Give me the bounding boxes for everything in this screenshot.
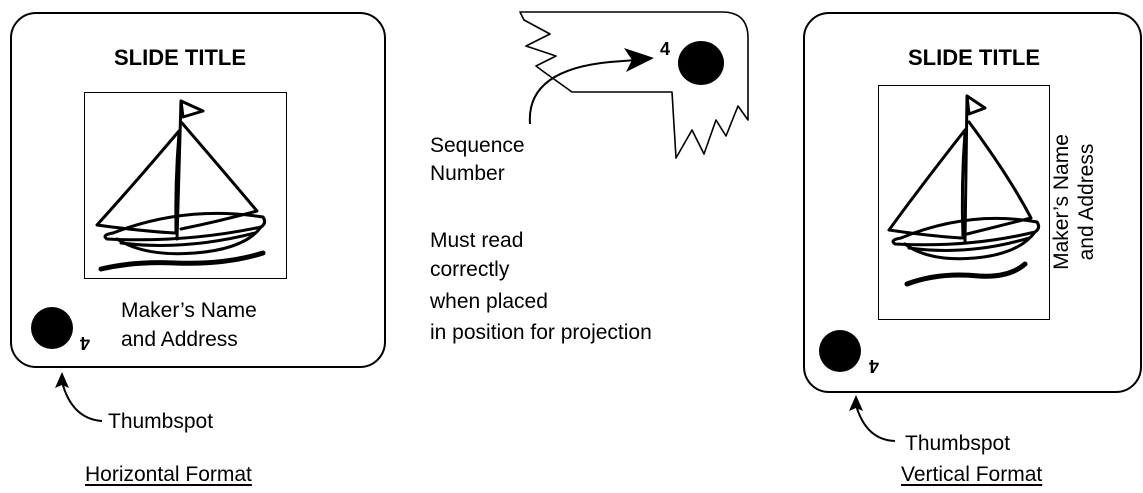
horizontal-maker-line2: and Address xyxy=(121,328,238,351)
note-line-2: correctly xyxy=(430,258,510,281)
vertical-slide-frame xyxy=(803,12,1142,393)
note-line-4: in position for projection xyxy=(430,321,652,344)
horizontal-picture-frame xyxy=(84,92,287,279)
horizontal-slide-frame xyxy=(10,12,386,368)
vertical-format-label: Vertical Format xyxy=(901,463,1043,486)
horizontal-slide-title: SLIDE TITLE xyxy=(114,45,246,70)
sequence-dot-icon xyxy=(678,41,724,85)
sailboat-icon xyxy=(95,99,267,272)
vertical-slide-title: SLIDE TITLE xyxy=(908,45,1040,70)
vertical-thumbspot-label: Thumbspot xyxy=(905,432,1011,455)
curved-arrow-icon xyxy=(624,48,654,72)
horizontal-maker-line1: Maker’s Name xyxy=(121,299,257,322)
vertical-thumbspot-icon xyxy=(819,330,861,372)
horizontal-thumbspot-label: Thumbspot xyxy=(108,410,214,433)
note-line-3: when placed xyxy=(430,290,548,313)
horizontal-format-label: Horizontal Format xyxy=(85,463,252,486)
note-line-1: Must read xyxy=(430,229,524,252)
sailboat-icon xyxy=(887,94,1041,287)
vertical-picture-frame xyxy=(878,85,1050,320)
sequence-label-line2: Number xyxy=(430,162,505,185)
sequence-label-line1: Sequence xyxy=(430,134,525,157)
horizontal-thumbspot-icon xyxy=(31,307,73,349)
middle-sequence-number: 4 xyxy=(660,39,671,59)
